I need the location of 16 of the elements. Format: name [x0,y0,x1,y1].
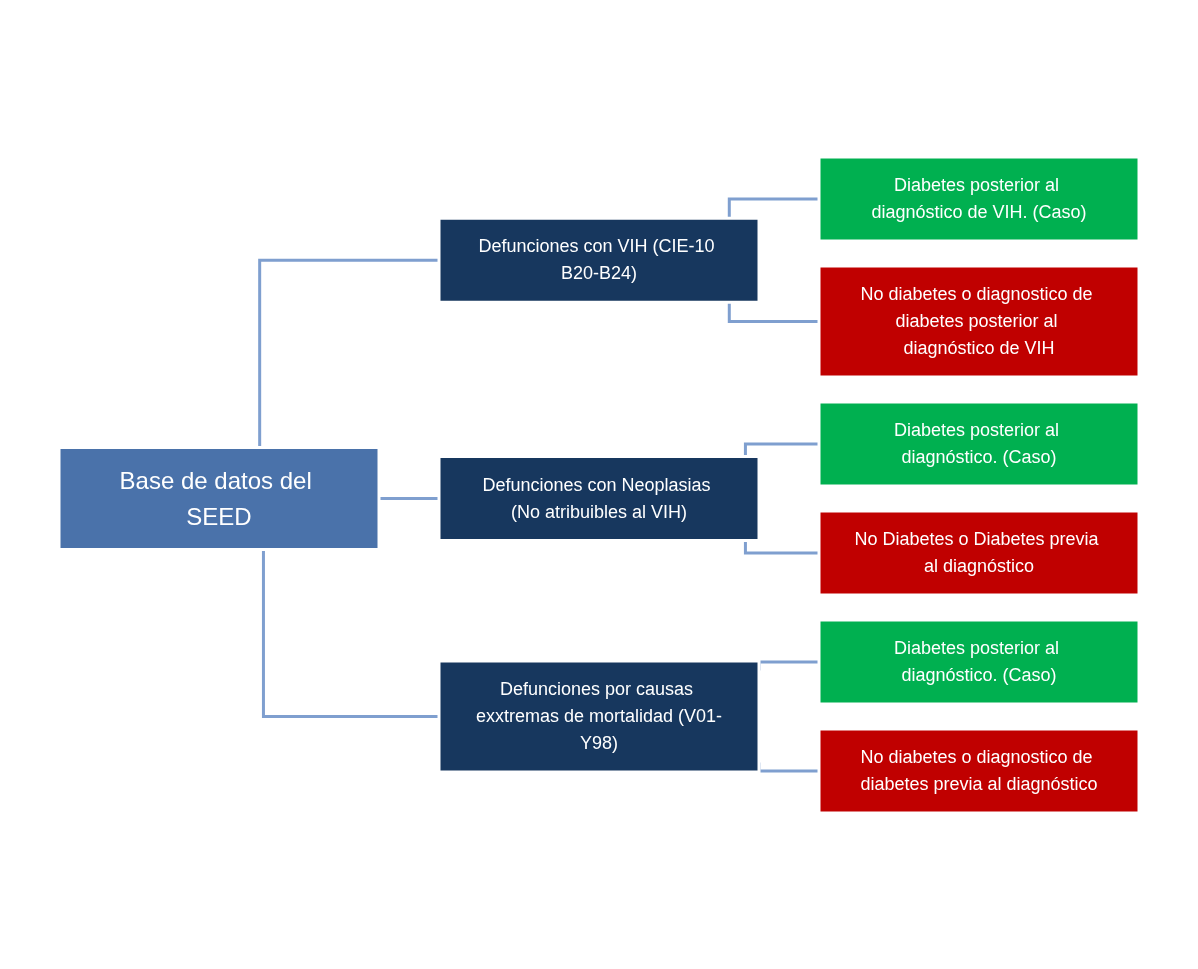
node-box: Base de datos del SEED [57,445,381,551]
node-box: Diabetes posterior al diagnóstico. (Caso) [817,618,1141,705]
node-box: No diabetes o diagnostico de diabetes posterior al diagnóstico de VIH [817,264,1141,378]
connector [258,258,439,447]
connector [261,549,439,718]
connector [727,197,819,218]
node-box: Diabetes posterior al diagnóstico de VIH. (Caso) [817,155,1141,242]
connector [727,301,819,323]
connector [743,540,819,554]
node-box: Defunciones por causas exxtremas de mortalidad (V01-Y98) [437,659,761,773]
node-box: No diabetes o diagnostico de diabetes previa al diagnóstico [817,727,1141,814]
node-box: Diabetes posterior al diagnóstico. (Caso) [817,400,1141,487]
node-box: No Diabetes o Diabetes previa al diagnóstico [817,509,1141,596]
connector [743,442,819,456]
node-box: Defunciones con Neoplasias (No atribuibles al VIH) [437,454,761,542]
node-box: Defunciones con VIH (CIE-10 B20-B24) [437,216,761,304]
